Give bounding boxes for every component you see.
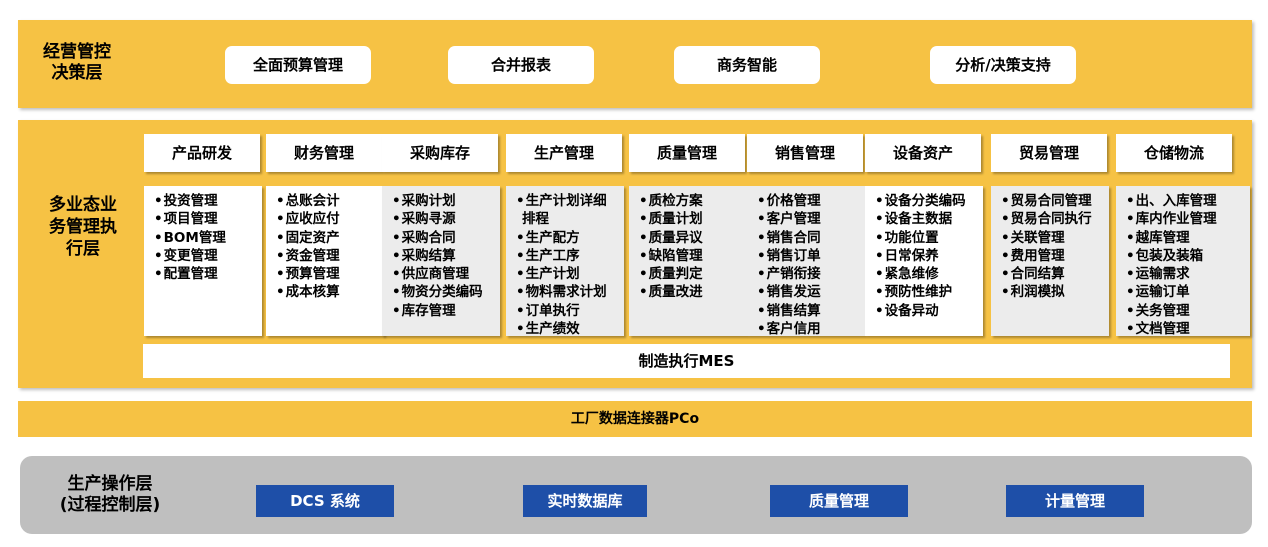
- list-item: 贸易合同管理: [1001, 192, 1105, 210]
- list-item: 缺陷管理: [639, 247, 743, 265]
- column-item-list: 质检方案质量计划质量异议缺陷管理质量判定质量改进: [629, 186, 747, 336]
- list-item: 客户信用: [757, 320, 861, 338]
- list-item: 项目管理: [154, 210, 258, 228]
- column-header: 设备资产: [865, 134, 981, 172]
- list-item: 配置管理: [154, 265, 258, 283]
- list-item: 紧急维修: [875, 265, 979, 283]
- list-item: 质量判定: [639, 265, 743, 283]
- metering-management-box: 计量管理: [1006, 485, 1144, 517]
- realtime-database-box: 实时数据库: [523, 485, 647, 517]
- column-header: 质量管理: [629, 134, 745, 172]
- list-item: 质量计划: [639, 210, 743, 228]
- list-item: 销售发运: [757, 283, 861, 301]
- list-item: 应收应付: [276, 210, 380, 228]
- list-item: 采购合同: [392, 229, 496, 247]
- decision-layer-band: 经营管控 决策层 全面预算管理 合并报表 商务智能 分析/决策支持: [18, 20, 1252, 108]
- list-item: 文档管理: [1126, 320, 1246, 338]
- budget-management-box: 全面预算管理: [225, 46, 371, 84]
- list-item: 库存管理: [392, 302, 496, 320]
- column-header: 销售管理: [747, 134, 863, 172]
- column-item-list: 设备分类编码设备主数据功能位置日常保养紧急维修预防性维护设备异动: [865, 186, 983, 336]
- column-header: 产品研发: [144, 134, 260, 172]
- decision-support-box: 分析/决策支持: [930, 46, 1076, 84]
- list-item: 关务管理: [1126, 302, 1246, 320]
- list-item: 价格管理: [757, 192, 861, 210]
- list-item: 投资管理: [154, 192, 258, 210]
- dcs-system-box: DCS 系统: [256, 485, 394, 517]
- list-item: BOM管理: [154, 229, 258, 247]
- list-item: 运输订单: [1126, 283, 1246, 301]
- list-item: 运输需求: [1126, 265, 1246, 283]
- list-item: 生产计划: [516, 265, 620, 283]
- column-item-list: 出、入库管理库内作业管理越库管理包装及装箱运输需求运输订单关务管理文档管理: [1116, 186, 1250, 338]
- list-item: 物料需求计划: [516, 283, 620, 301]
- list-item: 质量改进: [639, 283, 743, 301]
- decision-layer-label: 经营管控 决策层: [43, 42, 111, 83]
- execution-layer-label: 多业态业 务管理执 行层: [49, 195, 117, 259]
- list-item: 库内作业管理: [1126, 210, 1246, 228]
- list-item: 采购寻源: [392, 210, 496, 228]
- consolidated-report-box: 合并报表: [448, 46, 594, 84]
- column-item-list: 投资管理项目管理BOM管理变更管理配置管理: [144, 186, 262, 336]
- list-item: 销售结算: [757, 302, 861, 320]
- column-item-list: 贸易合同管理贸易合同执行关联管理费用管理合同结算利润模拟: [991, 186, 1109, 336]
- list-item: 产销衔接: [757, 265, 861, 283]
- column-item-list: 生产计划详细排程生产配方生产工序生产计划物料需求计划订单执行生产绩效: [506, 186, 624, 338]
- production-layer-label: 生产操作层 (过程控制层): [59, 474, 161, 515]
- list-item: 质量异议: [639, 229, 743, 247]
- column-header: 贸易管理: [991, 134, 1107, 172]
- column-item-list: 总账会计应收应付固定资产资金管理预算管理成本核算: [266, 186, 384, 336]
- business-intelligence-box: 商务智能: [674, 46, 820, 84]
- list-item: 功能位置: [875, 229, 979, 247]
- list-item: 销售合同: [757, 229, 861, 247]
- list-item: 采购结算: [392, 247, 496, 265]
- list-item: 设备分类编码: [875, 192, 979, 210]
- list-item: 利润模拟: [1001, 283, 1105, 301]
- list-item: 贸易合同执行: [1001, 210, 1105, 228]
- column-header: 生产管理: [506, 134, 622, 172]
- list-item: 生产配方: [516, 229, 620, 247]
- list-item: 总账会计: [276, 192, 380, 210]
- list-item: 设备主数据: [875, 210, 979, 228]
- list-item: 订单执行: [516, 302, 620, 320]
- column-header: 财务管理: [266, 134, 382, 172]
- column-header: 采购库存: [382, 134, 498, 172]
- list-item: 供应商管理: [392, 265, 496, 283]
- list-item: 客户管理: [757, 210, 861, 228]
- list-item: 资金管理: [276, 247, 380, 265]
- pco-label: 工厂数据连接器PCo: [570, 411, 700, 427]
- pco-band: 工厂数据连接器PCo: [18, 401, 1252, 437]
- list-item: 质检方案: [639, 192, 743, 210]
- list-item: 预算管理: [276, 265, 380, 283]
- list-item: 销售订单: [757, 247, 861, 265]
- list-item: 固定资产: [276, 229, 380, 247]
- list-item: 出、入库管理: [1126, 192, 1246, 210]
- list-item: 包装及装箱: [1126, 247, 1246, 265]
- list-item: 采购计划: [392, 192, 496, 210]
- list-item: 日常保养: [875, 247, 979, 265]
- list-item: 关联管理: [1001, 229, 1105, 247]
- list-item: 排程: [522, 211, 549, 228]
- list-item: 变更管理: [154, 247, 258, 265]
- list-item: 设备异动: [875, 302, 979, 320]
- mes-bar: 制造执行MES: [143, 344, 1230, 378]
- list-item: 越库管理: [1126, 229, 1246, 247]
- list-item: 预防性维护: [875, 283, 979, 301]
- production-layer-band: 生产操作层 (过程控制层) DCS 系统 实时数据库 质量管理 计量管理: [20, 456, 1252, 534]
- list-item: 合同结算: [1001, 265, 1105, 283]
- execution-layer-band: 多业态业 务管理执 行层 产品研发投资管理项目管理BOM管理变更管理配置管理财务…: [18, 120, 1252, 388]
- list-item: 生产计划详细: [516, 192, 620, 210]
- list-item: 费用管理: [1001, 247, 1105, 265]
- column-header: 仓储物流: [1116, 134, 1232, 172]
- column-item-list: 价格管理客户管理销售合同销售订单产销衔接销售发运销售结算客户信用: [747, 186, 865, 338]
- list-item: 成本核算: [276, 283, 380, 301]
- quality-management-box: 质量管理: [770, 485, 908, 517]
- list-item: 物资分类编码: [392, 283, 496, 301]
- list-item: 生产工序: [516, 247, 620, 265]
- list-item: 生产绩效: [516, 320, 620, 338]
- column-item-list: 采购计划采购寻源采购合同采购结算供应商管理物资分类编码库存管理: [382, 186, 500, 336]
